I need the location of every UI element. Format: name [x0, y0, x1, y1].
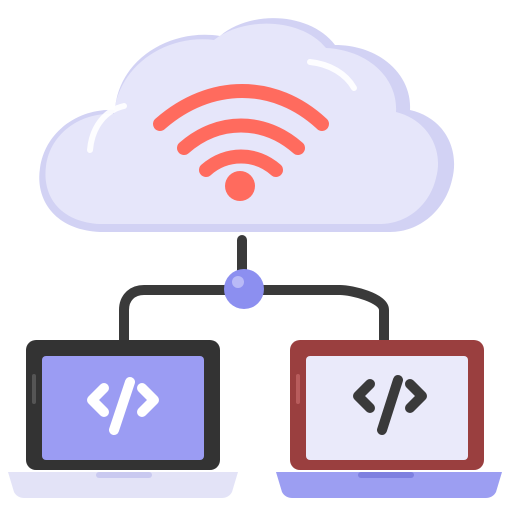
code-icon-left — [87, 377, 159, 435]
laptop-left-icon — [8, 340, 238, 498]
network-hub-icon — [224, 269, 264, 309]
code-icon-right — [353, 375, 427, 435]
wifi-icon — [153, 84, 329, 201]
